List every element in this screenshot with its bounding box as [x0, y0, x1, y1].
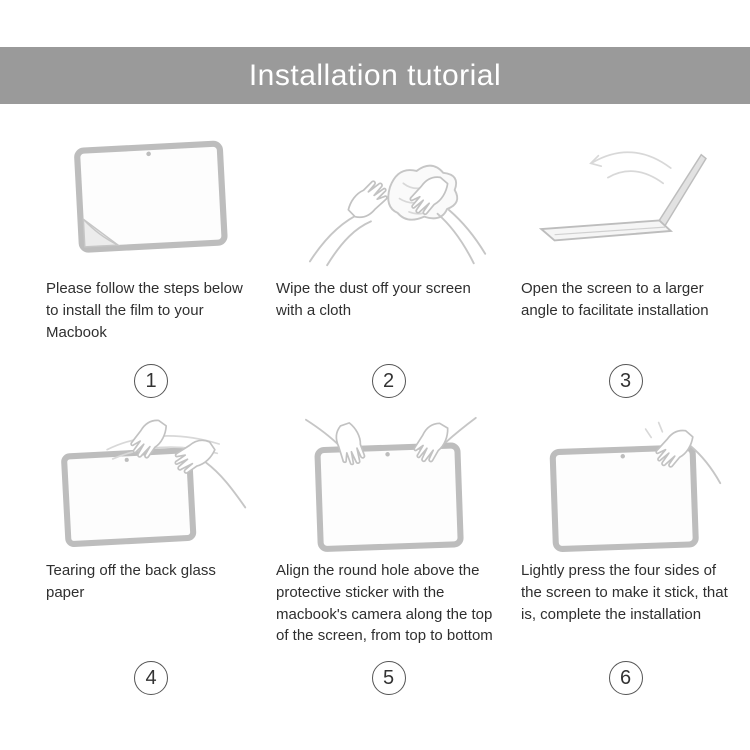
wipe-cloth-illustration-icon: [308, 164, 486, 266]
step-5-illustration: [276, 412, 501, 560]
steps-grid: Please follow the steps below to install…: [0, 104, 750, 709]
step-5-description: Align the round hole above the protectiv…: [276, 562, 493, 645]
step-2: Wipe the dust off your screen with a clo…: [266, 120, 511, 412]
step-3: Open the screen to a larger angle to fac…: [511, 120, 740, 412]
step-3-description: Open the screen to a larger angle to fac…: [521, 280, 709, 319]
step-4-illustration: [46, 412, 256, 560]
header-banner: Installation tutorial: [0, 47, 750, 104]
peel-film-illustration-icon: [74, 140, 228, 253]
step-6-illustration: [521, 412, 730, 560]
press-sides-illustration-icon: [549, 421, 721, 552]
step-1: Please follow the steps below to install…: [36, 120, 266, 412]
open-laptop-illustration-icon: [538, 150, 707, 241]
step-1-illustration: [46, 120, 256, 278]
step-number-label: 5: [382, 666, 395, 689]
step-4-description: Tearing off the back glass paper: [46, 562, 216, 601]
step-number-label: 1: [145, 369, 157, 392]
step-3-number: 3: [521, 350, 730, 402]
step-number-label: 4: [145, 666, 157, 689]
step-1-description: Please follow the steps below to install…: [46, 280, 243, 341]
step-4: Tearing off the back glass paper 4: [36, 412, 266, 709]
step-number-label: 6: [619, 666, 632, 689]
step-2-illustration: [276, 120, 501, 278]
step-5-number: 5: [276, 647, 501, 699]
step-6-number: 6: [521, 647, 730, 699]
step-1-number: 1: [46, 350, 256, 402]
step-3-illustration: [521, 120, 730, 278]
step-2-description: Wipe the dust off your screen with a clo…: [276, 280, 471, 319]
step-6: Lightly press the four sides of the scre…: [511, 412, 740, 709]
align-camera-illustration-icon: [304, 416, 477, 552]
step-number-label: 2: [382, 369, 395, 392]
step-5: Align the round hole above the protectiv…: [266, 412, 511, 709]
tear-back-paper-illustration-icon: [61, 419, 247, 547]
page-title: Installation tutorial: [248, 58, 502, 92]
step-number-label: 3: [619, 369, 632, 392]
step-4-number: 4: [46, 647, 256, 699]
step-2-number: 2: [276, 350, 501, 402]
step-6-description: Lightly press the four sides of the scre…: [521, 562, 728, 623]
